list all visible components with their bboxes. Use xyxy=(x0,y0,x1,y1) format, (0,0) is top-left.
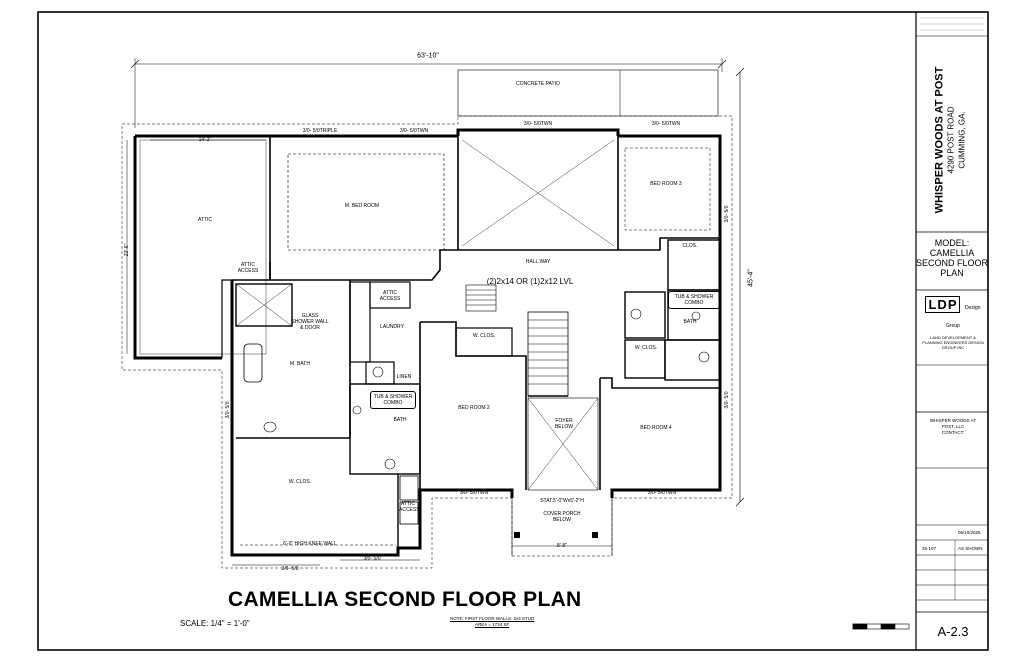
bedroom-3-label: BED ROOM 3 xyxy=(650,181,682,187)
window-twin-bed4-label: 3/0- 5/0TWN xyxy=(647,490,677,496)
window-twin-bed2-label: 3/0- 5/0TWN xyxy=(459,490,489,496)
note-line-1: NOTE: FIRST FLOOR WALLS: 2x4 STUD xyxy=(450,616,535,621)
date-value: 06/10/2025 xyxy=(958,530,981,535)
attic-access-label: ATTIC ACCESS xyxy=(237,262,259,274)
window-twin-top-label: 3/0- 5/0TWN xyxy=(399,128,429,134)
model-title-block: MODEL: CAMELLIA SECOND FLOOR PLAN xyxy=(916,238,988,278)
project-number: 25-107 xyxy=(922,546,937,551)
project-address-2: CUMMING, GA. xyxy=(957,111,967,169)
cover-porch-label: COVER PORCH BELOW xyxy=(543,511,581,523)
bedroom-4-label: BED ROOM 4 xyxy=(640,425,672,431)
attic-label: ATTIC xyxy=(197,217,213,223)
window-bed3-side-label: 3/0- 5/0 xyxy=(724,205,730,223)
hall-way-label: HALL WAY xyxy=(525,259,551,265)
sheet-number: A-2.3 xyxy=(937,624,969,639)
scale-value: AS SHOWN xyxy=(958,546,983,551)
project-address-1: 4290 POST ROAD xyxy=(946,106,956,174)
walk-in-closet-label: W. CLOS. xyxy=(288,479,312,485)
firm-line-3: GROUP INC xyxy=(941,345,965,350)
bedroom-2-label: BED ROOM 2 xyxy=(458,405,490,411)
tub-shower-label: TUB & SHOWER COMBO xyxy=(370,391,416,409)
scale-note: SCALE: 1/4" = 1'-0" xyxy=(180,619,250,628)
sheet-title: CAMELLIA SECOND FLOOR PLAN xyxy=(228,588,582,611)
builder-line-1: WHISPER WOODS AT xyxy=(929,418,977,423)
builder-line-2: POST, LLC xyxy=(941,424,965,429)
overall-depth-dimension: 45'-4" xyxy=(747,269,755,287)
builder-line-3: CONTACT: xyxy=(941,430,965,435)
builder-block: WHISPER WOODS AT POST, LLC CONTACT: xyxy=(918,418,988,436)
firm-block: LDP Design Group LAND DEVELOPMENT & PLAN… xyxy=(920,296,986,350)
model-line-1: MODEL: xyxy=(934,238,970,248)
firm-logo: LDP xyxy=(925,296,961,313)
tub-shower-right-label: TUB & SHOWER COMBO xyxy=(668,291,720,309)
window-triple-label: 3/0- 5/0TRIPLE xyxy=(302,128,338,134)
linen-label: LINEN xyxy=(396,374,412,380)
knee-wall-label: 6'-0" HIGH KNEE WALL xyxy=(283,541,337,547)
firm-sub: Design Group xyxy=(946,305,981,329)
model-line-2: CAMELLIA xyxy=(929,248,975,258)
project-name-block: WHISPER WOODS AT POST 4290 POST ROAD CUM… xyxy=(921,67,981,214)
stat-window-label: STAT.5'-0"Wx5'-2"H xyxy=(540,498,584,504)
window-twin-hall-label: 3/0- 5/0TWN xyxy=(523,121,553,127)
master-bath-label: M. BATH xyxy=(290,361,310,367)
lvl-beam-label: (2)2x14 OR (1)2x12 LVL xyxy=(486,277,574,286)
glass-shower-label: GLASS SHOWER WALL & DOOR xyxy=(291,313,329,331)
closet-bedroom-3-label: CLOS. xyxy=(682,243,698,249)
note-line-2: AREA = 1734 SF xyxy=(475,622,510,627)
closet-bedroom-4-label: W. CLOS. xyxy=(634,345,658,351)
window-bed4-side-label: 3/0- 5/0 xyxy=(724,391,730,409)
model-line-3: SECOND FLOOR xyxy=(916,258,989,268)
dim-attic-depth: 23'-6" xyxy=(124,243,130,257)
dim-attic-width: 14'-2" xyxy=(198,137,212,143)
window-wclos-2-label: 3/0- 5/0 xyxy=(363,556,381,562)
laundry-label: LAUNDRY xyxy=(380,324,404,330)
concrete-patio-label: CONCRETE PATIO xyxy=(516,81,560,87)
window-mbath-label: 3/0- 5/0 xyxy=(225,401,231,419)
firm-line-1: LAND DEVELOPMENT & xyxy=(930,335,976,340)
model-line-4: PLAN xyxy=(940,268,964,278)
bath-right-label: BATH xyxy=(683,319,697,325)
closet-bedroom-2-label: W. CLOS. xyxy=(472,333,496,339)
window-twin-bed3-label: 3/0- 5/0TWN xyxy=(651,121,681,127)
master-bedroom-label: M. BED ROOM xyxy=(344,203,380,209)
attic-access-lower-label: ATTIC ACCESS xyxy=(399,501,420,513)
firm-line-2: PLANNING ENGINEERS DESIGN xyxy=(922,340,984,345)
foyer-below-label: FOYER BELOW xyxy=(554,418,574,430)
project-name: WHISPER WOODS AT POST xyxy=(933,66,946,214)
overall-width-dimension: 63'-10" xyxy=(417,52,439,60)
attic-access-center-label: ATTIC ACCESS xyxy=(379,290,401,302)
bath-label: BATH xyxy=(393,417,407,423)
window-wclos-label: 3/0- 5/0 xyxy=(281,566,299,572)
dim-porch-width: 8'-8" xyxy=(557,543,567,549)
area-note: NOTE: FIRST FLOOR WALLS: 2x4 STUD AREA =… xyxy=(450,616,534,628)
